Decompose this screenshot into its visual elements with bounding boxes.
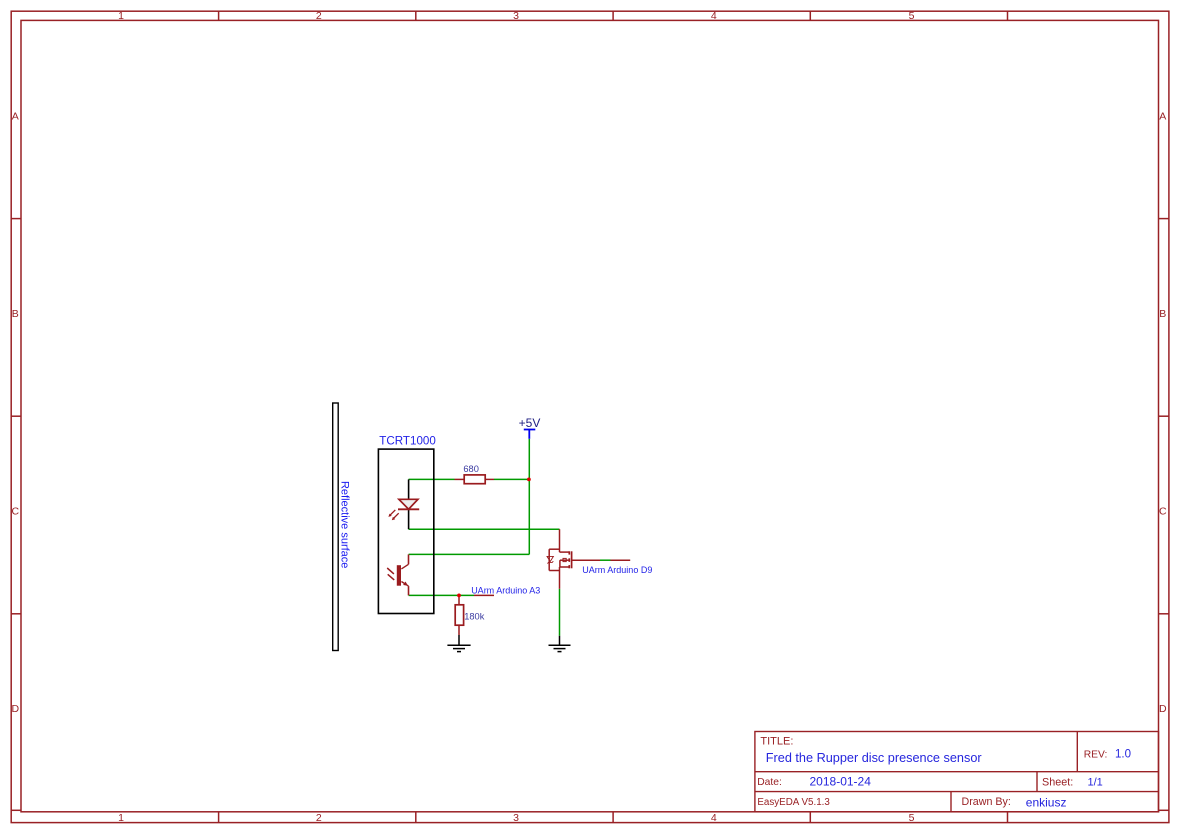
- svg-text:TITLE:: TITLE:: [760, 736, 793, 748]
- svg-text:Date:: Date:: [757, 777, 782, 788]
- svg-text:Reflective surface: Reflective surface: [339, 481, 351, 568]
- svg-text:180k: 180k: [464, 612, 485, 622]
- svg-text:5: 5: [909, 10, 915, 22]
- svg-text:REV:: REV:: [1084, 750, 1108, 761]
- svg-text:A: A: [12, 110, 19, 122]
- svg-text:C: C: [12, 506, 20, 518]
- svg-text:4: 4: [711, 10, 717, 22]
- svg-text:2018-01-24: 2018-01-24: [810, 775, 872, 789]
- svg-text:2: 2: [316, 812, 322, 824]
- svg-text:5: 5: [909, 812, 915, 824]
- svg-text:D: D: [12, 703, 20, 715]
- svg-text:Drawn By:: Drawn By:: [962, 796, 1011, 808]
- svg-text:B: B: [12, 308, 19, 320]
- svg-text:EasyEDA V5.1.3: EasyEDA V5.1.3: [757, 797, 830, 808]
- svg-text:D: D: [1159, 703, 1167, 715]
- svg-text:B: B: [1159, 308, 1166, 320]
- svg-text:enkiusz: enkiusz: [1026, 795, 1067, 809]
- svg-text:TCRT1000: TCRT1000: [379, 435, 436, 448]
- svg-text:A: A: [1159, 110, 1166, 122]
- svg-text:Fred the Rupper disc presence: Fred the Rupper disc presence sensor: [766, 751, 983, 765]
- svg-text:3: 3: [513, 812, 519, 824]
- svg-text:1: 1: [118, 812, 124, 824]
- svg-text:1/1: 1/1: [1088, 777, 1103, 789]
- svg-text:+5V: +5V: [519, 416, 541, 430]
- svg-text:C: C: [1159, 506, 1167, 518]
- svg-text:UArm Arduino D9: UArm Arduino D9: [582, 565, 652, 575]
- svg-text:680: 680: [463, 464, 479, 474]
- svg-text:UArm Arduino A3: UArm Arduino A3: [471, 586, 540, 596]
- svg-text:1.0: 1.0: [1115, 749, 1131, 761]
- svg-text:4: 4: [711, 812, 717, 824]
- svg-text:Sheet:: Sheet:: [1042, 776, 1073, 788]
- svg-text:2: 2: [316, 10, 322, 22]
- svg-text:1: 1: [118, 10, 124, 22]
- svg-text:3: 3: [513, 10, 519, 22]
